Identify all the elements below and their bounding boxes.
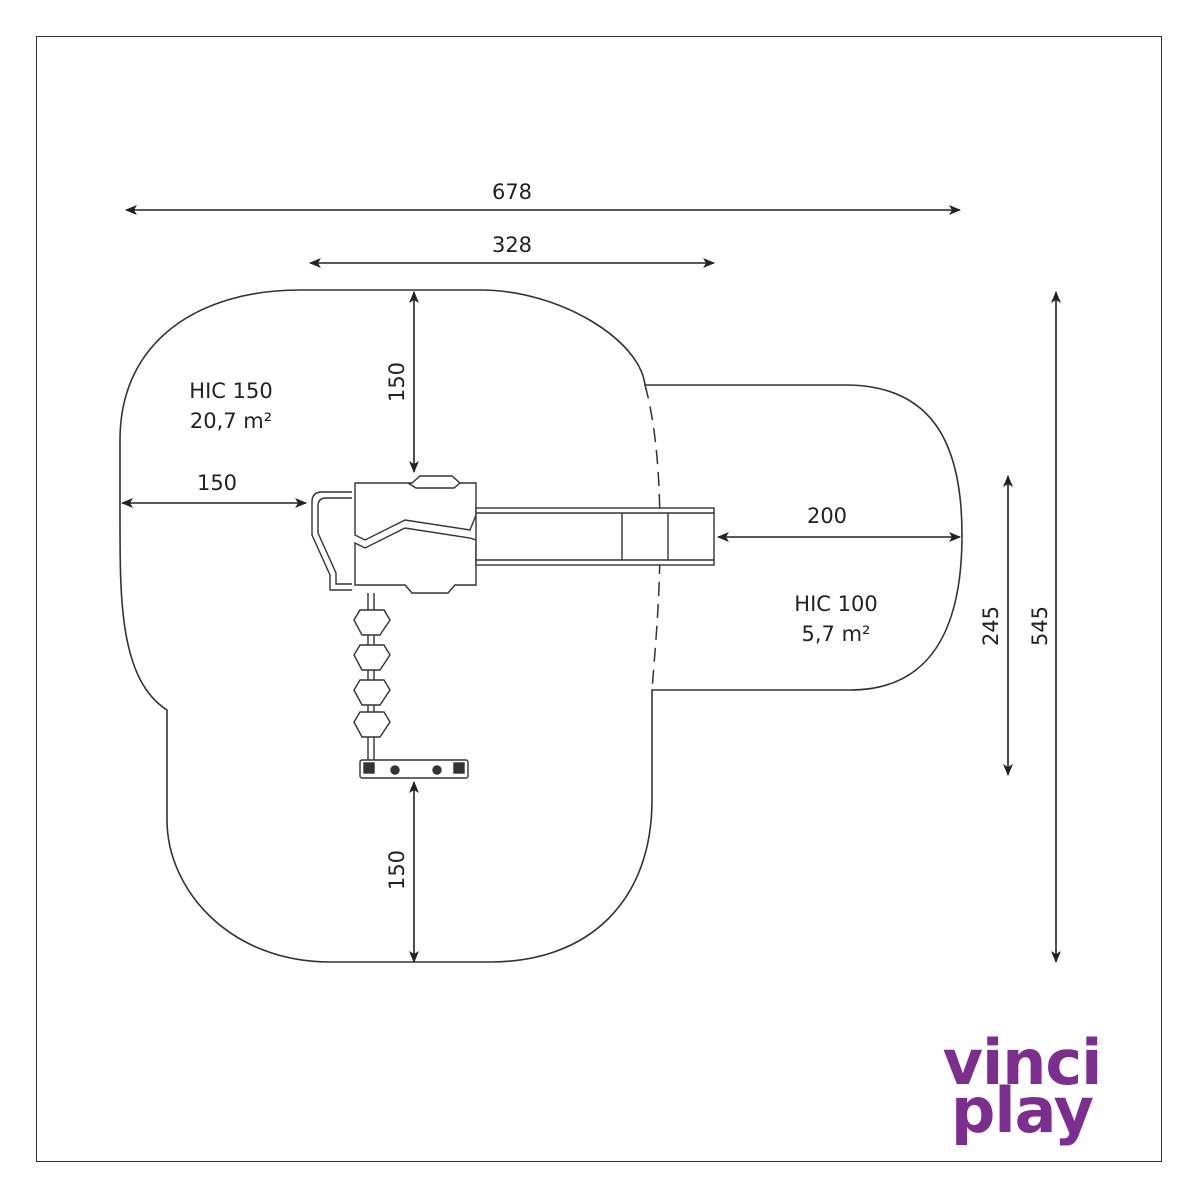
label-inner-width: 328	[492, 233, 532, 257]
handrail-inner	[317, 497, 352, 585]
zone-slide-area: 5,7 m²	[802, 622, 871, 646]
label-overall-width: 678	[492, 180, 532, 204]
vinciplay-logo: vinci play	[943, 1026, 1103, 1147]
label-top-clearance: 150	[385, 362, 409, 402]
logo-line1: vinci	[943, 1026, 1102, 1099]
zone-main-label: HIC 150	[189, 379, 272, 403]
label-bottom-clearance: 150	[385, 850, 409, 890]
climb-step	[353, 644, 391, 671]
label-left-clearance: 150	[197, 471, 237, 495]
safety-zone-outline	[119, 289, 963, 963]
base-bar	[359, 759, 469, 779]
climb-step	[353, 679, 391, 706]
climb-step	[353, 711, 391, 738]
label-overall-height: 545	[1028, 606, 1052, 646]
diagram-frame	[36, 36, 1162, 1162]
platform-bevel	[407, 482, 461, 489]
slide-chute	[475, 507, 715, 566]
platform-panel-top	[354, 475, 477, 541]
play-equipment	[311, 475, 715, 779]
handrail	[311, 491, 352, 591]
logo-line2: play	[951, 1074, 1094, 1147]
climb-step	[353, 609, 391, 636]
label-slide-clearance: 200	[807, 504, 847, 528]
label-slide-zone-height: 245	[979, 606, 1003, 646]
zone-slide-label: HIC 100	[794, 592, 877, 616]
zone-main-area: 20,7 m²	[190, 409, 272, 433]
platform-panel-bottom	[354, 527, 477, 594]
